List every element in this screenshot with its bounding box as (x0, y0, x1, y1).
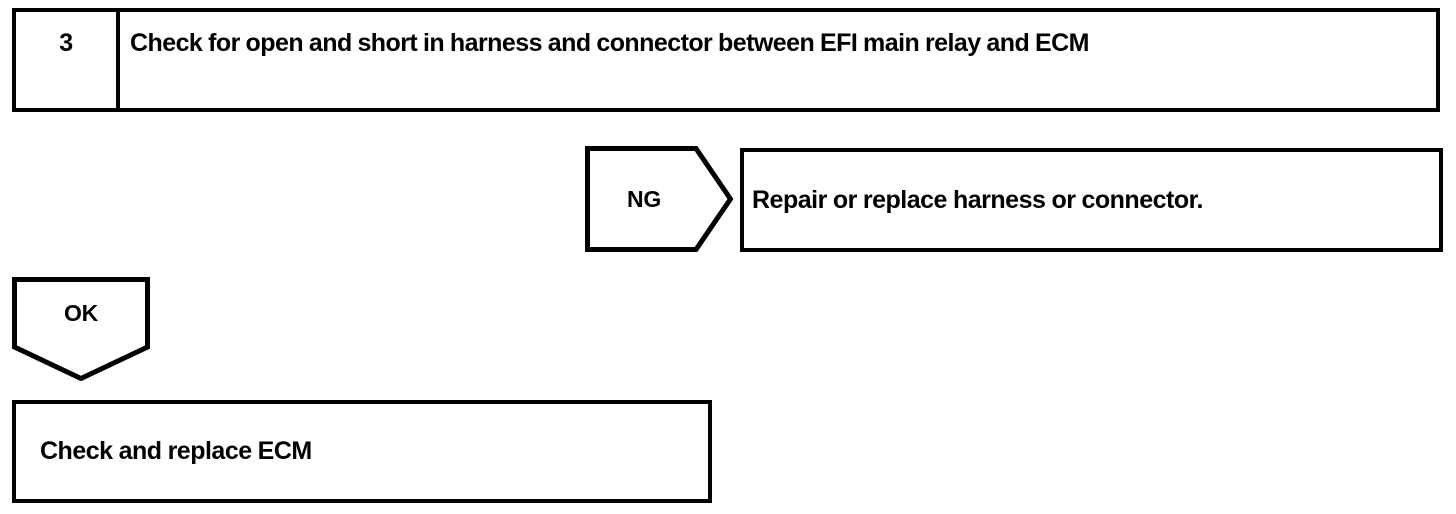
ok-result-box: Check and replace ECM (12, 400, 712, 503)
ok-pentagon-icon (12, 277, 150, 381)
ng-result-box: Repair or replace harness or connector. (740, 148, 1443, 252)
ok-branch-arrow: OK (12, 277, 150, 381)
ng-pentagon-icon (585, 146, 733, 252)
ng-result-text: Repair or replace harness or connector. (752, 185, 1203, 214)
step-box: 3 Check for open and short in harness an… (12, 8, 1440, 112)
step-description: Check for open and short in harness and … (130, 29, 1089, 57)
step-number: 3 (59, 29, 73, 57)
step-number-cell: 3 (16, 12, 120, 108)
ok-result-text: Check and replace ECM (40, 437, 312, 465)
step-description-cell: Check for open and short in harness and … (120, 12, 1436, 108)
ng-branch-arrow: NG (585, 146, 733, 252)
